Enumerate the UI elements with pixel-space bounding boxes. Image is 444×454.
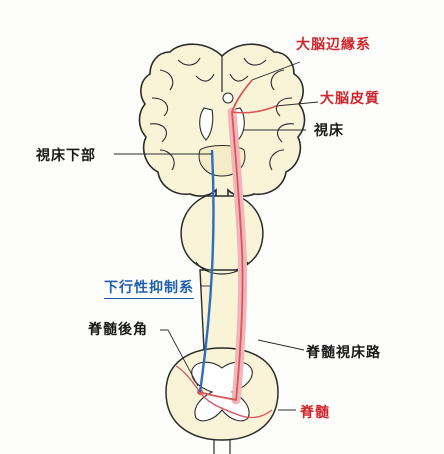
label-dorsal-horn: 脊髄後角 [88, 319, 148, 339]
label-thalamus: 視床 [314, 120, 344, 140]
brain-section [139, 44, 304, 202]
spinal-cord [166, 348, 278, 454]
label-descending-inhibitory: 下行性抑制系 [104, 277, 194, 299]
label-hypothalamus: 視床下部 [36, 145, 96, 165]
leader-spinothalamic [258, 340, 304, 350]
midbrain-pons [181, 196, 263, 272]
spinal-cord-tail [214, 440, 230, 454]
label-cerebral-cortex: 大脳皮質 [320, 88, 380, 108]
label-spinal-cord: 脊髄 [300, 402, 330, 422]
label-limbic-system: 大脳辺縁系 [296, 34, 371, 54]
label-spinothalamic-tract: 脊髄視床路 [306, 342, 381, 362]
limbic-node [223, 93, 233, 103]
brainstem [181, 196, 263, 350]
